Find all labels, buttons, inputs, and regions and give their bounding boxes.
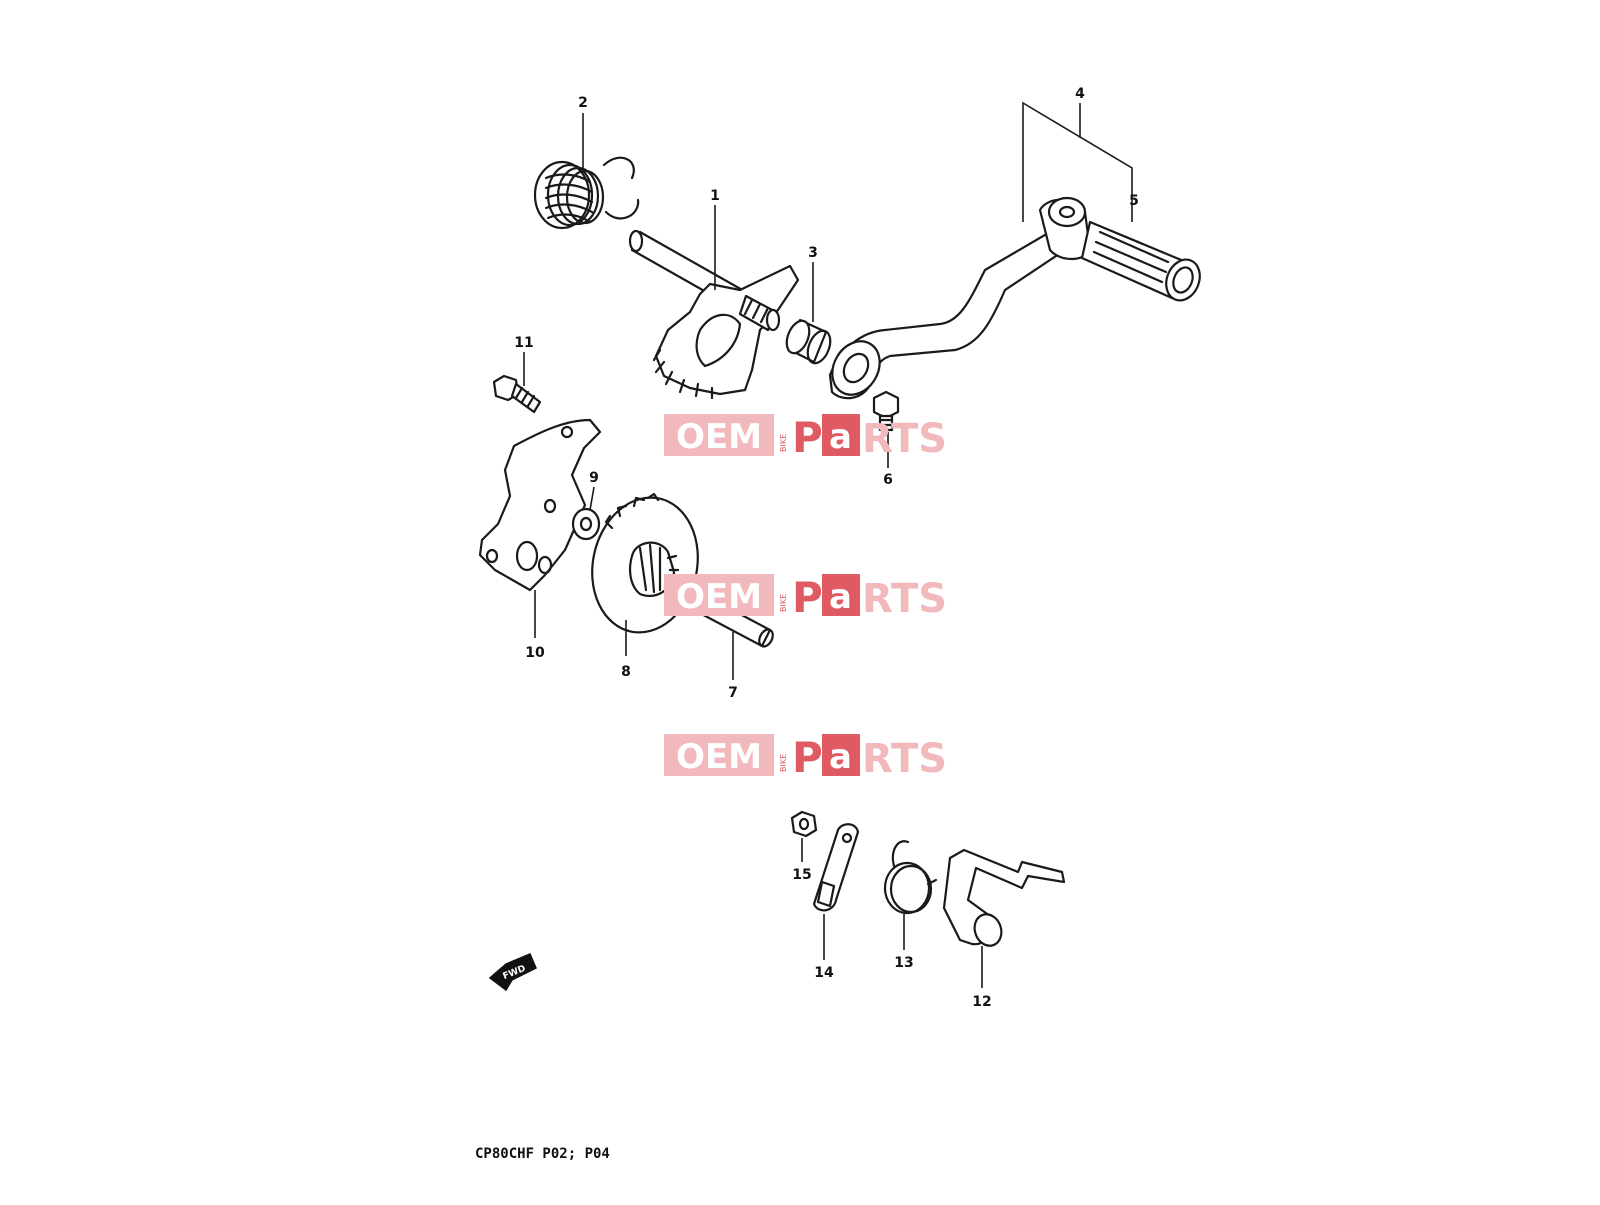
- watermark-a: a: [829, 417, 852, 457]
- watermark-1: OEM BIKE P a RTS: [664, 413, 947, 462]
- watermark-2: OEM BIKE P a RTS: [664, 573, 947, 622]
- watermark-rts: RTS: [862, 576, 947, 622]
- part-8-idle-gear: [591, 492, 699, 634]
- callout-12: 12: [972, 994, 991, 1010]
- part-9-washer: [571, 507, 601, 541]
- callout-14: 14: [814, 965, 834, 981]
- callout-3: 3: [808, 245, 818, 261]
- callout-5: 5: [1129, 193, 1139, 209]
- diagram-caption: CP80CHF P02; P04: [475, 1146, 610, 1162]
- watermark-bike: BIKE: [779, 754, 788, 772]
- callout-9: 9: [589, 470, 599, 486]
- watermark-rts: RTS: [862, 736, 947, 782]
- part-11-bolt: [492, 374, 542, 414]
- part-14-link-arm: [812, 823, 860, 912]
- watermark-oem: OEM: [676, 417, 762, 457]
- callout-1: 1: [710, 188, 720, 204]
- part-12-lever: [942, 848, 1066, 947]
- callout-15: 15: [792, 867, 811, 883]
- watermark-p: P: [792, 733, 823, 782]
- part-15-nut: [790, 810, 818, 838]
- watermark-oem: OEM: [676, 737, 762, 777]
- watermark-p: P: [792, 573, 823, 622]
- callout-7: 7: [728, 685, 738, 701]
- callout-6: 6: [883, 472, 893, 488]
- part-4-kick-lever: [828, 196, 1092, 400]
- callout-8: 8: [621, 664, 631, 680]
- watermark-p: P: [792, 413, 823, 462]
- callout-11: 11: [514, 335, 533, 351]
- part-13-return-spring: [883, 840, 938, 915]
- part-2-spring: [533, 156, 640, 230]
- part-6-bolt: [872, 390, 900, 432]
- fwd-arrow-icon: FWD: [488, 953, 537, 992]
- watermark-rts: RTS: [862, 416, 947, 462]
- watermark-a: a: [829, 577, 852, 617]
- part-5-grip: [1080, 220, 1201, 302]
- watermark-bike: BIKE: [779, 434, 788, 452]
- watermark-oem: OEM: [676, 577, 762, 617]
- callout-4: 4: [1075, 86, 1085, 102]
- part-1-kick-shaft: [628, 229, 800, 400]
- watermark-3: OEM BIKE P a RTS: [664, 733, 947, 782]
- callout-13: 13: [894, 955, 913, 971]
- part-10-guide-plate: [478, 418, 602, 592]
- callout-2: 2: [578, 95, 588, 111]
- watermark-bike: BIKE: [779, 594, 788, 612]
- watermark-a: a: [829, 737, 852, 777]
- part-3-bushing: [785, 318, 832, 365]
- callout-10: 10: [525, 645, 545, 661]
